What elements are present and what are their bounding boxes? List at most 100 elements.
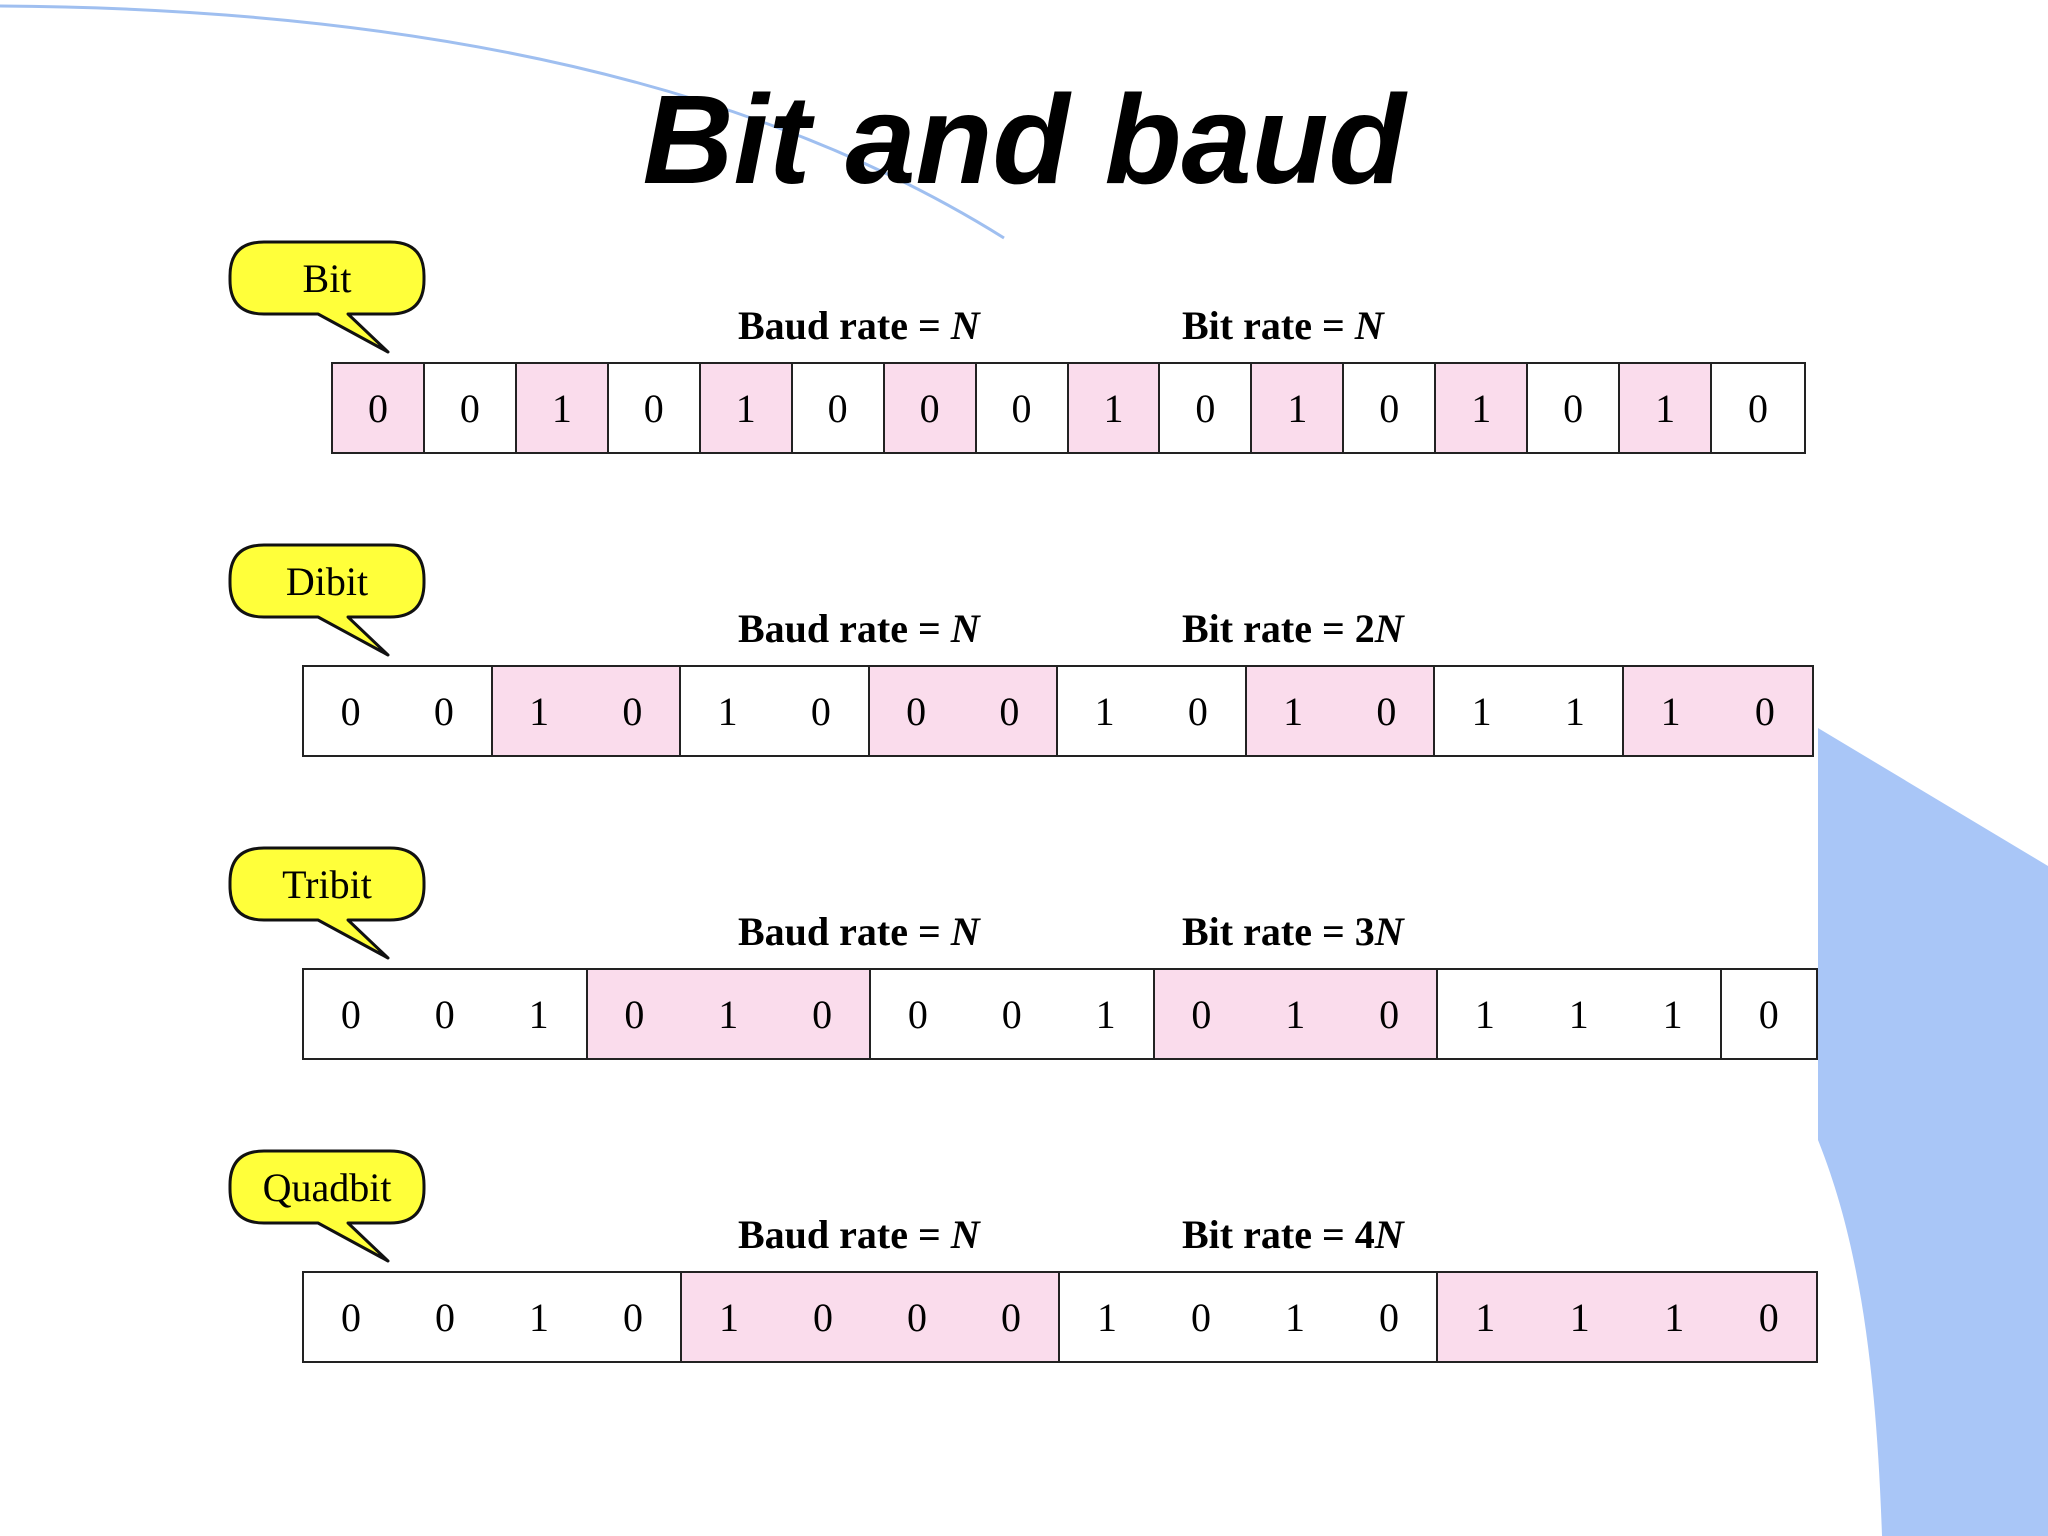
bit-rate-label-text: Bit rate = bbox=[1182, 303, 1355, 348]
bit-value: 0 bbox=[1563, 385, 1584, 431]
decorative-arc bbox=[0, 4, 1005, 240]
bit-value: 1 bbox=[1094, 688, 1115, 734]
bit-value: 1 bbox=[1097, 1294, 1117, 1340]
bit-value: 0 bbox=[1758, 991, 1779, 1037]
bit-value: 0 bbox=[827, 385, 848, 431]
bit-value: 0 bbox=[340, 688, 361, 734]
speech-bubble-icon bbox=[228, 240, 426, 354]
baud-rate-label: Baud rate = N bbox=[738, 1211, 980, 1259]
bit-value: 0 bbox=[340, 991, 361, 1037]
signal-element: 0 bbox=[609, 364, 701, 452]
bit-value: 0 bbox=[1187, 688, 1208, 734]
signal-element: 1 bbox=[1068, 364, 1161, 452]
signal-element: 0 bbox=[1712, 364, 1804, 452]
bit-value: 0 bbox=[341, 1294, 361, 1340]
signal-element: 1 bbox=[516, 364, 609, 452]
bit-value: 0 bbox=[1191, 991, 1212, 1037]
signal-element: 1 bbox=[700, 364, 793, 452]
signal-element: 0 bbox=[1722, 970, 1817, 1058]
signal-element: 1 bbox=[1436, 364, 1529, 452]
bit-rate-label-text: Bit rate = 4 bbox=[1182, 1212, 1375, 1257]
bit-value: 1 bbox=[1095, 991, 1116, 1037]
bit-value: 1 bbox=[1283, 688, 1304, 734]
bit-value: 0 bbox=[1379, 991, 1400, 1037]
bit-rate-label: Bit rate = 4N bbox=[1182, 1211, 1404, 1259]
callout-label: Quadbit bbox=[262, 1164, 392, 1210]
bit-value: 0 bbox=[1748, 385, 1769, 431]
callout-label: Tribit bbox=[282, 861, 372, 907]
signal-element: 1 bbox=[1620, 364, 1713, 452]
bit-value: 0 bbox=[433, 688, 454, 734]
bit-value: 1 bbox=[529, 688, 550, 734]
speech-bubble-icon bbox=[228, 1149, 426, 1263]
bit-value: 1 bbox=[1564, 688, 1585, 734]
signal-element: 0 1 0 bbox=[1154, 970, 1438, 1058]
callout-bit: Bit bbox=[228, 240, 432, 360]
bit-value: 0 bbox=[1195, 385, 1216, 431]
bit-value: 0 bbox=[1376, 688, 1397, 734]
signal-element: 0 bbox=[425, 364, 517, 452]
bit-value: 1 bbox=[1285, 1294, 1305, 1340]
bit-value: 0 bbox=[907, 1294, 927, 1340]
baud-rate-label-variable: N bbox=[950, 1212, 980, 1257]
bit-value: 1 bbox=[528, 991, 549, 1037]
baud-rate-label-text: Baud rate = bbox=[738, 303, 951, 348]
speech-bubble-icon bbox=[228, 543, 426, 657]
bit-value: 0 bbox=[907, 991, 928, 1037]
bit-value: 0 bbox=[1758, 1294, 1779, 1340]
bit-value: 0 bbox=[999, 688, 1020, 734]
bit-value: 0 bbox=[624, 991, 645, 1037]
signal-element: 1 bbox=[1252, 364, 1345, 452]
bit-value: 0 bbox=[435, 1294, 455, 1340]
bit-rate-label-variable: N bbox=[1374, 909, 1404, 954]
bit-rate-label-text: Bit rate = 2 bbox=[1182, 606, 1375, 651]
bit-value: 0 bbox=[1754, 688, 1775, 734]
bit-rate-label: Bit rate = N bbox=[1182, 302, 1384, 350]
bit-value: 1 bbox=[1660, 688, 1681, 734]
baud-rate-label: Baud rate = N bbox=[738, 302, 980, 350]
callout-tribit: Tribit bbox=[228, 846, 432, 966]
bit-value: 1 bbox=[1285, 991, 1306, 1037]
baud-rate-label: Baud rate = N bbox=[738, 605, 980, 653]
bit-value: 0 bbox=[1379, 1294, 1399, 1340]
baud-rate-label-text: Baud rate = bbox=[738, 1212, 951, 1257]
signal-element: 0 0 1 bbox=[871, 970, 1155, 1058]
bit-value: 1 bbox=[1475, 1294, 1496, 1340]
bit-value: 1 bbox=[717, 688, 738, 734]
bit-value: 0 bbox=[813, 1294, 833, 1340]
baud-rate-label-text: Baud rate = bbox=[738, 606, 951, 651]
callout-quadbit: Quadbit bbox=[228, 1149, 432, 1269]
bit-value: 0 bbox=[643, 385, 664, 431]
bit-value: 0 bbox=[623, 1294, 643, 1340]
baud-rate-label-text: Baud rate = bbox=[738, 909, 951, 954]
bit-value: 0 bbox=[622, 688, 643, 734]
bit-value: 1 bbox=[1568, 991, 1589, 1037]
signal-element: 0 bbox=[1160, 364, 1253, 452]
bit-rate-label-variable: N bbox=[1374, 606, 1404, 651]
bit-value: 0 bbox=[1001, 991, 1022, 1037]
baud-rate-label-variable: N bbox=[950, 303, 980, 348]
signal-element: 0 bbox=[884, 364, 977, 452]
signal-element: 0 bbox=[1344, 364, 1437, 452]
bit-value: 0 bbox=[1379, 385, 1400, 431]
bit-value: 0 bbox=[906, 688, 927, 734]
bit-value: 1 bbox=[1655, 385, 1676, 431]
bit-value: 1 bbox=[1664, 1294, 1685, 1340]
bit-value: 1 bbox=[1103, 385, 1124, 431]
